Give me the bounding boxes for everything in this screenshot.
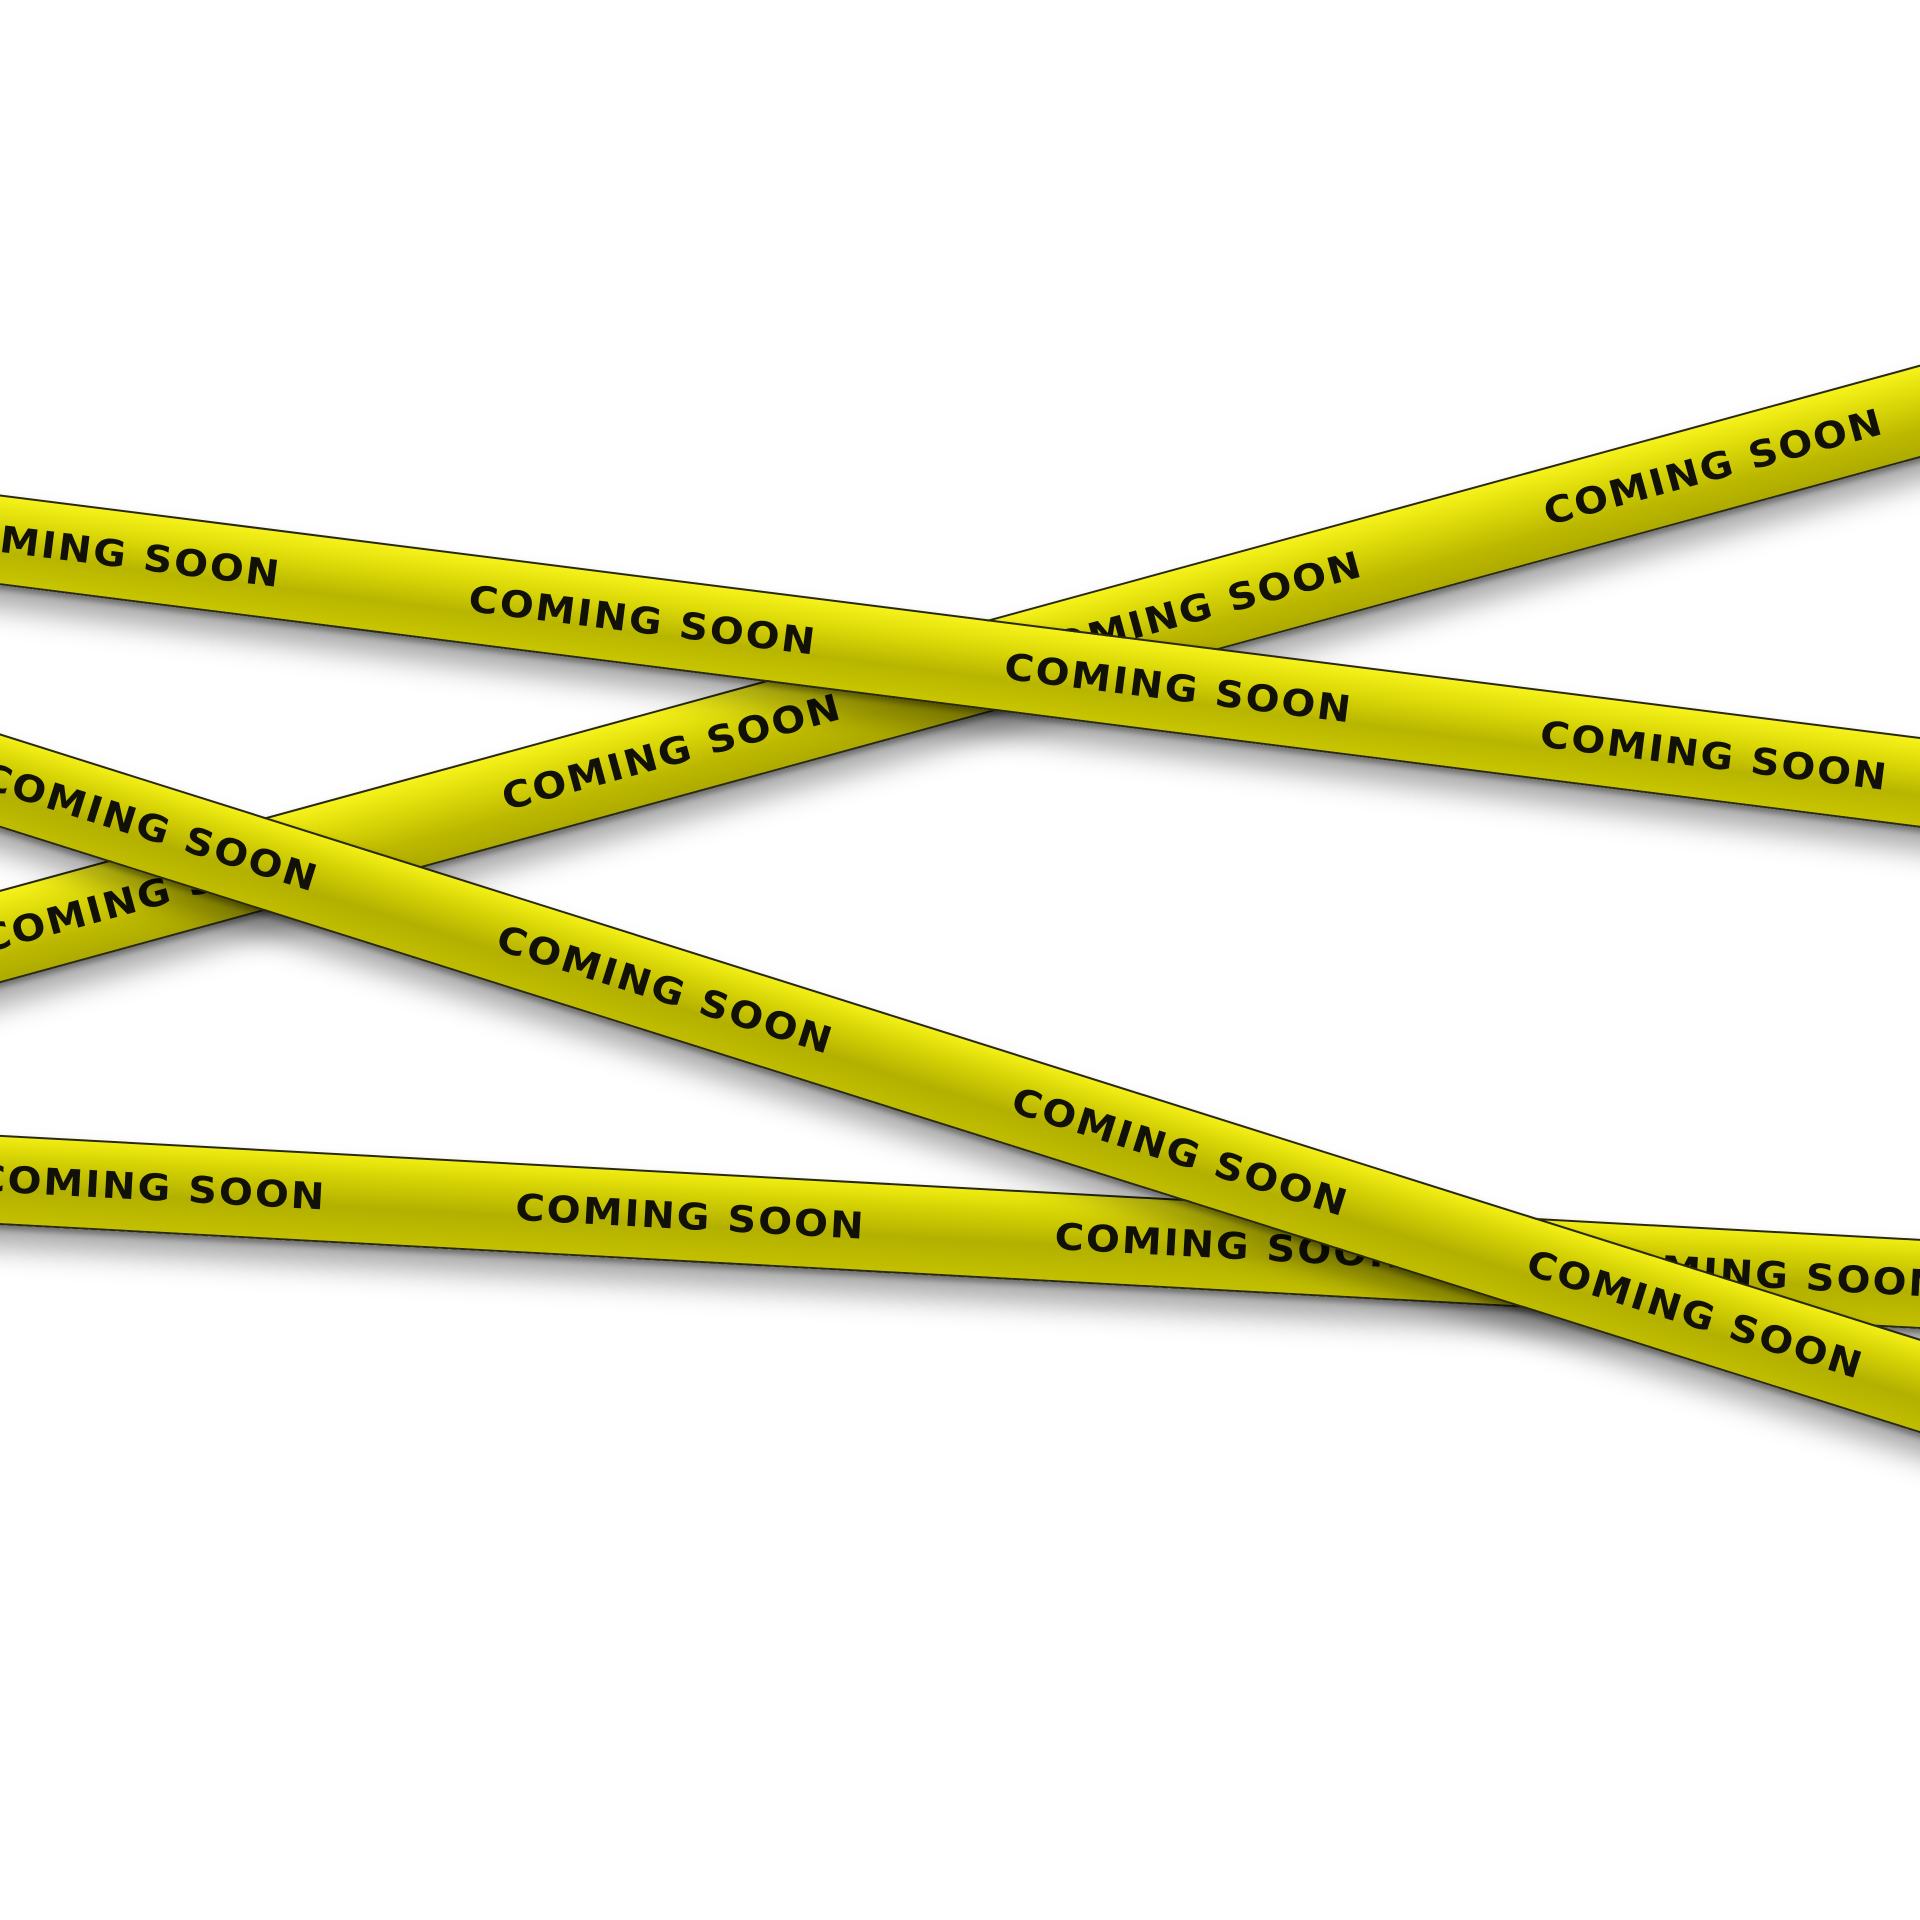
tape-label: COMING SOON: [491, 917, 839, 1064]
tape-label: COMING SOON: [0, 1157, 328, 1219]
tape-label: COMING SOON: [1539, 401, 1889, 535]
tape-label: COMING SOON: [1537, 713, 1891, 800]
tape-label: COMING SOON: [514, 1186, 867, 1248]
tape-label: COMING SOON: [1001, 645, 1355, 732]
tape-label: COMING SOON: [0, 510, 284, 597]
tape-label: COMING SOON: [466, 578, 820, 664]
